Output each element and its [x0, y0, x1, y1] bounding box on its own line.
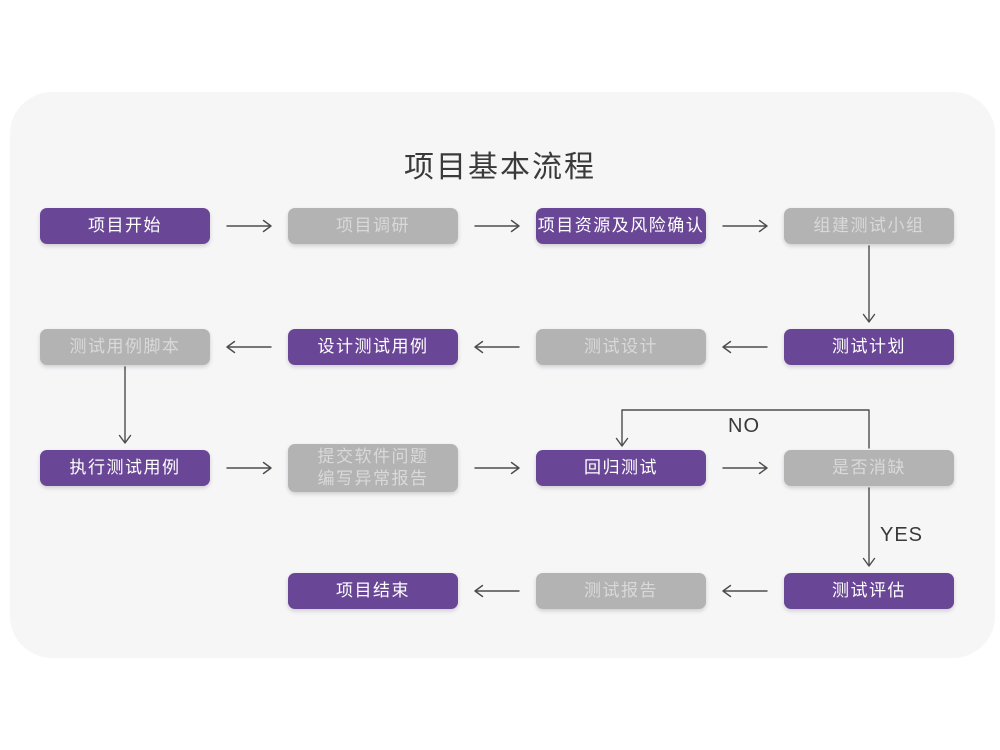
arrow-plan-to-design	[722, 340, 768, 354]
arrow-cases-to-script	[226, 340, 272, 354]
arrow-regress-to-defect	[722, 461, 768, 475]
arrow-design-to-cases	[474, 340, 520, 354]
node-project-end: 项目结束	[288, 573, 458, 609]
arrow-execute-to-submit	[226, 461, 272, 475]
node-defect-resolved: 是否消缺	[784, 450, 954, 486]
flowchart-card	[10, 92, 995, 658]
node-design-test-cases: 设计测试用例	[288, 329, 458, 365]
node-regression-test: 回归测试	[536, 450, 706, 486]
arrow-yes-to-evaluation	[862, 487, 876, 567]
node-submit-issues: 提交软件问题 编写异常报告	[288, 444, 458, 492]
arrow-no-loop	[615, 409, 870, 449]
node-project-start: 项目开始	[40, 208, 210, 244]
node-execute-test-cases: 执行测试用例	[40, 450, 210, 486]
arrow-risk-to-team	[722, 219, 768, 233]
arrow-submit-to-regress	[474, 461, 520, 475]
node-test-report: 测试报告	[536, 573, 706, 609]
page-title: 项目基本流程	[404, 151, 596, 184]
arrow-evaluation-to-report	[722, 584, 768, 598]
node-build-test-team: 组建测试小组	[784, 208, 954, 244]
node-test-plan: 测试计划	[784, 329, 954, 365]
arrow-research-to-risk	[474, 219, 520, 233]
arrow-report-to-end	[474, 584, 520, 598]
arrow-team-to-plan	[862, 245, 876, 323]
yes-label: YES	[880, 524, 923, 546]
node-test-evaluation: 测试评估	[784, 573, 954, 609]
arrow-script-to-execute	[118, 366, 132, 444]
node-project-research: 项目调研	[288, 208, 458, 244]
node-test-design: 测试设计	[536, 329, 706, 365]
node-risk-confirm: 项目资源及风险确认	[536, 208, 706, 244]
node-test-case-script: 测试用例脚本	[40, 329, 210, 365]
arrow-start-to-research	[226, 219, 272, 233]
no-label: NO	[728, 415, 760, 437]
